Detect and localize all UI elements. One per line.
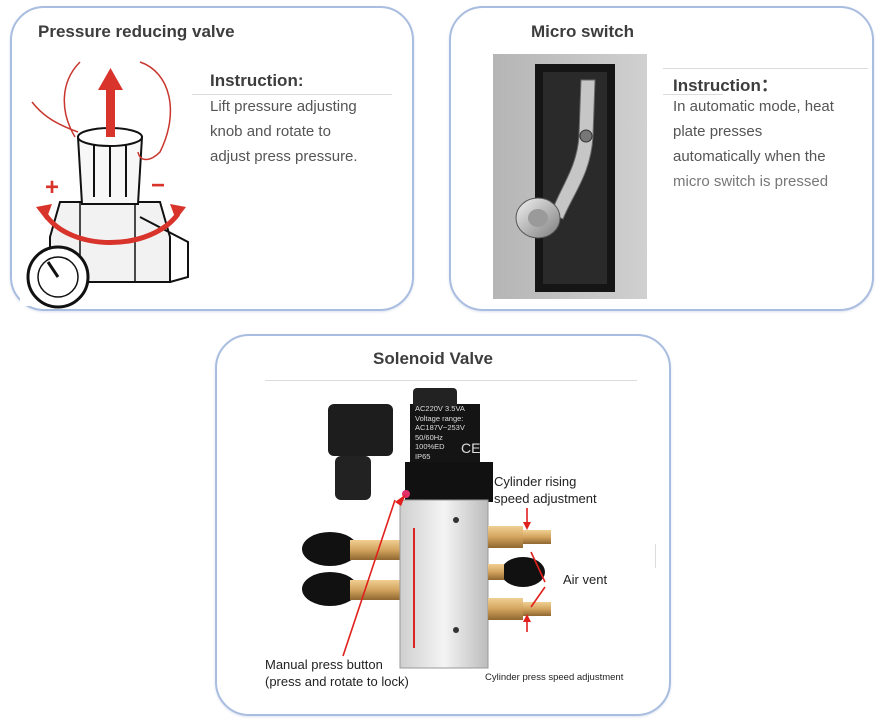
pressure-valve-title: Pressure reducing valve (38, 22, 235, 41)
micro-switch-instruction-line-2: plate presses (673, 123, 763, 140)
pressure-valve-instruction-title: Instruction: (210, 71, 304, 90)
pressure-valve-instruction-line-3: adjust press pressure. (210, 148, 358, 165)
micro-switch-panel: Micro switch Instruction： In automatic m… (449, 6, 874, 311)
solenoid-valve-title: Solenoid Valve (373, 349, 493, 368)
guide-line (192, 94, 392, 95)
guide-line (265, 380, 637, 381)
guide-line (655, 544, 656, 568)
callout-manual-button: Manual press button (press and rotate to… (265, 657, 409, 689)
micro-switch-instruction-title: Instruction： (673, 76, 778, 95)
solenoid-valve-panel: Solenoid Valve (215, 334, 671, 716)
callout-press-speed: Cylinder press speed adjustment (485, 672, 624, 683)
pressure-valve-illustration (20, 52, 192, 309)
micro-switch-instruction-line-1: In automatic mode, heat (673, 98, 834, 115)
micro-switch-photo (493, 54, 647, 299)
pressure-valve-instruction-line-2: knob and rotate to (210, 123, 331, 140)
guide-line (663, 68, 868, 69)
coil-label: AC220V 3.5VA Voltage range: AC187V~253V … (415, 404, 465, 461)
micro-switch-instruction-line-4: micro switch is pressed (673, 173, 829, 190)
pressure-valve-panel: Pressure reducing valve + − Instruction:… (10, 6, 414, 311)
micro-switch-title: Micro switch (531, 22, 634, 41)
ce-mark: CE (461, 440, 481, 456)
guide-line (663, 94, 723, 95)
plus-sign: + (45, 174, 60, 201)
callout-air-vent: Air vent (563, 572, 608, 587)
callout-rising-speed: Cylinder rising speed adjustment (494, 474, 597, 506)
pressure-valve-instruction-line-1: Lift pressure adjusting (210, 98, 357, 115)
minus-sign: − (151, 172, 166, 199)
micro-switch-instruction-line-3: automatically when the (673, 148, 826, 165)
solenoid-valve-photo (302, 388, 551, 669)
